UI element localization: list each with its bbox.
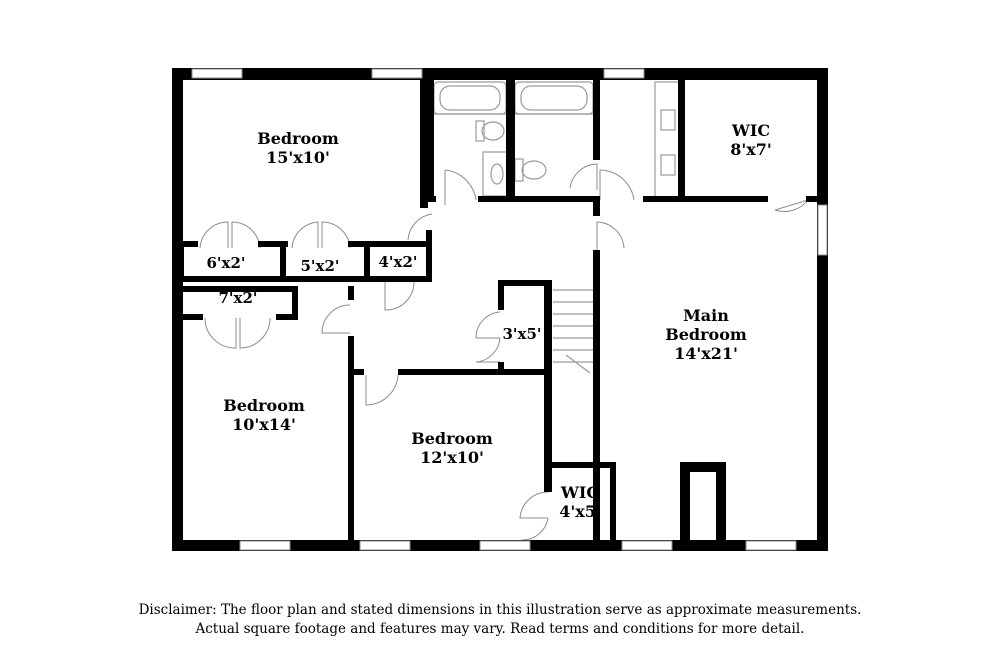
room-dims: 5'x2'	[300, 257, 339, 275]
window	[239, 540, 291, 551]
sink-icon	[482, 151, 508, 197]
room-dims: 4'x5'	[559, 502, 601, 521]
disclaimer: Disclaimer: The floor plan and stated di…	[0, 601, 1000, 639]
room-dims: 15'x10'	[266, 148, 330, 167]
vanity-icon	[654, 81, 681, 199]
window	[817, 204, 828, 256]
room-dims: 3'x5'	[502, 325, 541, 343]
room-dims: 7'x2'	[218, 289, 257, 307]
room-dims: 10'x14'	[232, 415, 296, 434]
room-labels: Bedroom 15'x10' 6'x2' 5'x2' 4'x2' 7'x2' …	[206, 121, 771, 521]
stairs-icon	[553, 289, 593, 374]
window	[371, 68, 423, 79]
disclaimer-line-2: Actual square footage and features may v…	[195, 621, 805, 637]
room-dims: 14'x21'	[674, 344, 738, 363]
room-name: Bedroom	[411, 429, 493, 448]
room-dims: 12'x10'	[420, 448, 484, 467]
toilet-icon	[514, 158, 547, 182]
window	[359, 540, 411, 551]
room-name: Bedroom	[257, 129, 339, 148]
toilet-icon	[475, 120, 505, 142]
room-dims: 4'x2'	[378, 253, 417, 271]
room-name: Main	[683, 306, 729, 325]
room-name: WIC	[560, 483, 599, 502]
door-swings	[199, 163, 809, 541]
window	[621, 540, 673, 551]
room-dims: 6'x2'	[206, 254, 245, 272]
window	[603, 68, 645, 79]
window	[479, 540, 531, 551]
disclaimer-line-1: Disclaimer: The floor plan and stated di…	[138, 602, 862, 618]
room-dims: 8'x7'	[730, 140, 772, 159]
fixtures	[433, 81, 681, 374]
room-name: WIC	[731, 121, 770, 140]
room-name: Bedroom	[665, 325, 747, 344]
window	[191, 68, 243, 79]
room-name: Bedroom	[223, 396, 305, 415]
windows	[191, 68, 828, 551]
window	[745, 540, 797, 551]
